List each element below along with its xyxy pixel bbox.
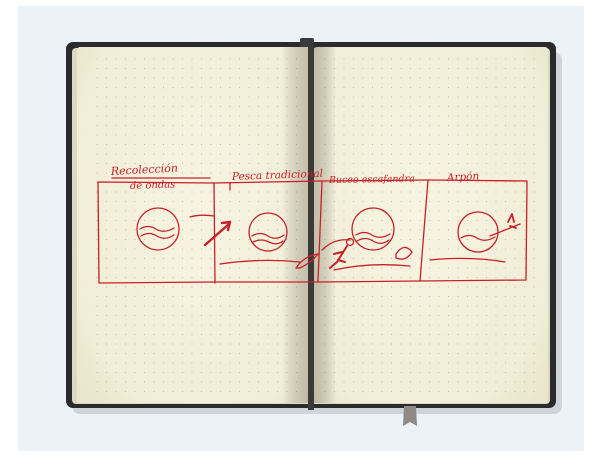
panel-4-label: Arpón (446, 170, 480, 184)
elastic-band (308, 40, 314, 410)
right-dot-grid (322, 58, 538, 394)
ribbon-bookmark-icon (403, 406, 417, 426)
gutter-shadow-right (314, 47, 336, 403)
panel-1-label-line2: de ondas (130, 179, 176, 192)
panel-3-label: Buceo escafandra (328, 173, 415, 186)
left-dot-grid (88, 58, 302, 394)
